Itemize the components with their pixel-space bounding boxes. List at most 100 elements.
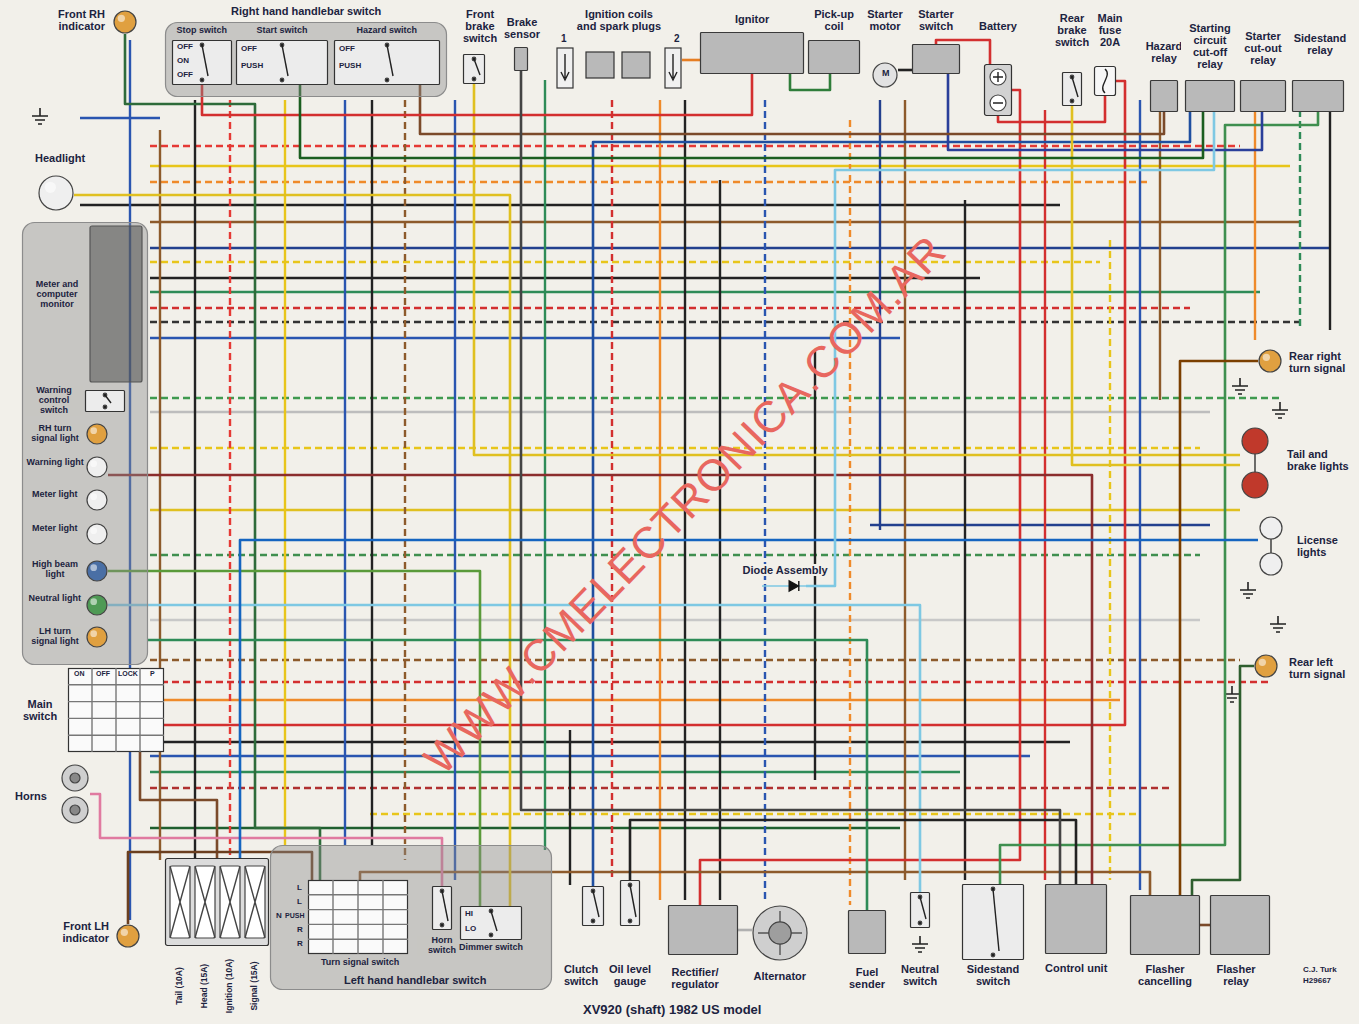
wire	[611, 100, 613, 880]
wire-connector	[1000, 112, 1318, 884]
shape-outline	[1185, 80, 1235, 112]
wire	[569, 730, 571, 885]
shape-part	[701, 33, 804, 74]
shape-outline	[582, 886, 604, 926]
part-label: Hazard switch	[356, 26, 419, 36]
wire-connector	[240, 540, 1258, 858]
lamp-bulb: Rear left turn signal	[1254, 654, 1278, 678]
wire	[150, 771, 960, 773]
shape-part	[237, 41, 328, 85]
shape-part	[769, 922, 791, 944]
shape-part	[1259, 350, 1281, 372]
shape-part	[669, 54, 677, 80]
label-text: HI	[464, 910, 474, 919]
shape-outline	[85, 390, 125, 412]
part-label: Front LH indicator	[44, 920, 110, 944]
lamp-bulb: Warning light	[86, 456, 108, 478]
part-label: Ignition (10A)	[225, 958, 234, 1014]
shape-part	[87, 424, 107, 444]
shape-part	[991, 953, 995, 957]
component-box: Starter cut-out relay	[1240, 80, 1286, 112]
part-label: Main switch	[13, 698, 67, 722]
shape-outline	[116, 924, 140, 948]
bulb-glint	[90, 493, 97, 500]
part-label: Rear left turn signal	[1288, 656, 1356, 680]
ground-symbol	[1270, 616, 1286, 632]
bulb-glint	[90, 564, 97, 571]
shape-part	[515, 48, 528, 71]
bulb-glint	[90, 460, 97, 467]
shape-outline	[165, 858, 269, 946]
shape-part	[911, 893, 930, 928]
shape-part	[1070, 99, 1074, 103]
shape-part	[114, 11, 136, 33]
wire-connector	[738, 929, 752, 932]
shape-part	[385, 78, 389, 82]
shape-part	[1046, 885, 1107, 954]
bulb-glint	[1259, 659, 1266, 666]
shape-part	[920, 897, 926, 919]
part-label: Starter cut-out relay	[1237, 30, 1289, 66]
shape-part	[557, 48, 573, 88]
shape-part	[1211, 896, 1270, 955]
bulb-glint	[90, 598, 97, 605]
shape-part	[86, 391, 125, 412]
switch-symbol: Neutral switch	[910, 892, 930, 928]
shape-part	[433, 887, 452, 930]
shape-outline	[962, 884, 1024, 960]
component-box: Control unit	[1045, 884, 1107, 954]
shape-part	[202, 45, 208, 76]
shape-outline	[86, 594, 108, 616]
label-text: L	[296, 898, 303, 907]
wire	[904, 100, 906, 880]
part-label: Flasher relay	[1203, 963, 1269, 987]
wire-connector	[140, 752, 217, 858]
wire-connector	[420, 85, 1164, 134]
part-label: Sidestand relay	[1287, 32, 1353, 56]
part-label: Horns	[14, 790, 48, 802]
label-text: P	[149, 670, 156, 678]
lamp-bulb: Rear right turn signal	[1258, 349, 1282, 373]
part-label: Ignitor	[734, 13, 770, 25]
shape-part	[309, 881, 408, 954]
wire	[150, 247, 1330, 249]
bulb-glint	[90, 527, 97, 534]
shape-part	[993, 889, 999, 951]
shape-part	[789, 581, 798, 591]
shape-outline	[38, 175, 74, 211]
shape-part	[335, 41, 440, 85]
wire-connector	[700, 90, 1020, 905]
horn-symbol: Horns	[60, 764, 90, 824]
shape-part	[913, 45, 960, 74]
switch-table: Turn signal switch	[308, 880, 408, 954]
shape-part	[280, 78, 284, 82]
switch-symbol: Warning control switch	[85, 390, 125, 412]
battery-symbol: Battery	[984, 64, 1012, 116]
shape-outline	[86, 456, 108, 478]
shape-part	[166, 859, 269, 946]
shape-part	[1151, 81, 1178, 112]
shape-outline	[463, 54, 485, 84]
label-text: H29667	[1302, 977, 1332, 986]
shape-part	[1103, 69, 1108, 93]
part-label: Headlight	[34, 152, 86, 164]
shape-part	[170, 866, 190, 938]
switch-symbol: Front brake switch	[463, 54, 485, 84]
wire	[150, 447, 1200, 449]
part-label: Neutral light	[28, 594, 83, 604]
label-text: OFF	[95, 670, 111, 678]
shape-part	[630, 885, 636, 917]
wire	[80, 204, 1060, 206]
shape-part	[593, 891, 599, 917]
shape-part	[69, 669, 164, 752]
label-text: PUSH	[240, 62, 264, 71]
wire-connector	[125, 34, 320, 880]
wire	[150, 659, 1240, 661]
instrument-panel: Meter and computer monitorWarning contro…	[22, 222, 148, 665]
part-label: Neutral switch	[891, 963, 949, 987]
shape-outline	[113, 10, 137, 34]
wire	[194, 100, 196, 880]
ground-symbol	[1224, 686, 1240, 702]
shape-part	[753, 906, 807, 960]
label-text: R	[296, 940, 304, 949]
